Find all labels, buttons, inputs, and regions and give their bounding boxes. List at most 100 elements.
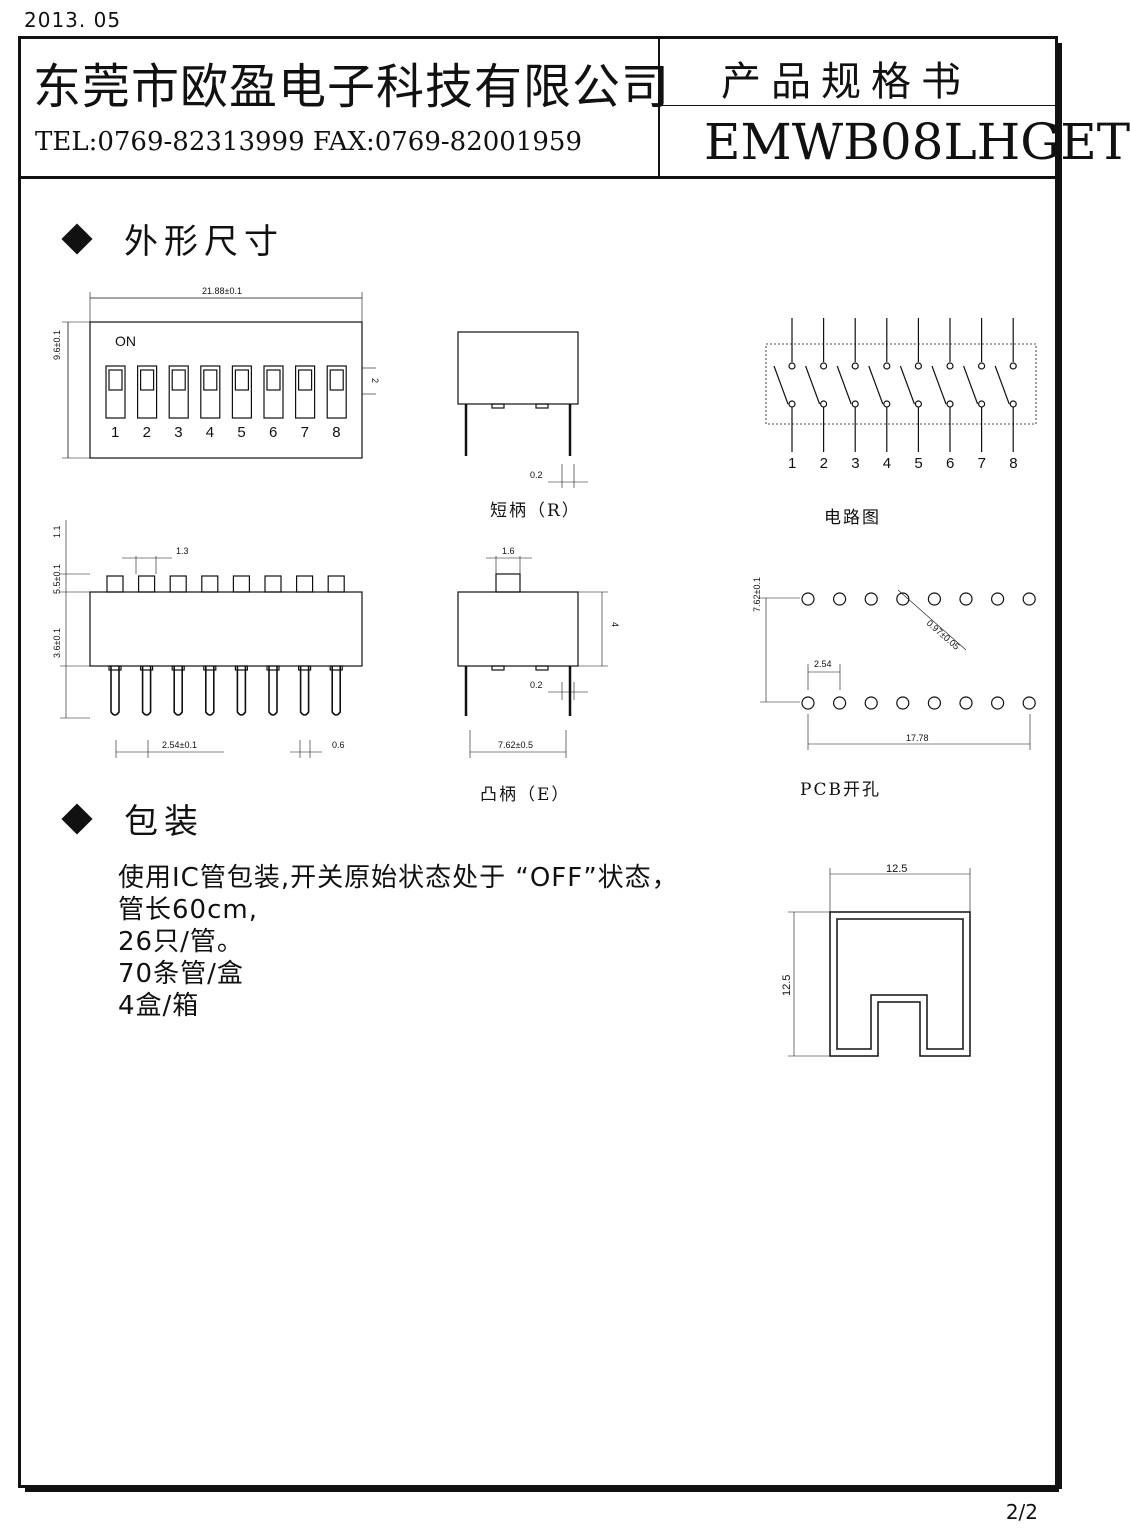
circuit-number: 4 <box>883 455 891 472</box>
switch-number: 7 <box>301 424 309 441</box>
pin-lead <box>299 666 310 716</box>
on-label: ON <box>115 333 136 349</box>
circuit-switch-blade <box>868 365 884 405</box>
circuit-contact <box>1009 400 1017 408</box>
circuit-contact <box>788 362 796 370</box>
switch-number: 6 <box>269 424 277 441</box>
pin-shoulder <box>298 665 312 671</box>
side-e-height-dim: 4 <box>610 622 620 627</box>
actuator-knob <box>201 575 219 593</box>
dip-switch-lever <box>108 369 123 391</box>
circuit-number: 7 <box>978 455 986 472</box>
dip-switch-slot <box>200 365 221 419</box>
switch-number: 2 <box>143 424 151 441</box>
front-pitch-dim: 2.54±0.1 <box>162 740 197 750</box>
front-top-dim: 1.1 <box>52 525 62 538</box>
section-packaging: 包装 <box>58 794 204 843</box>
switch-number: 5 <box>237 424 245 441</box>
circuit-contact <box>851 400 859 408</box>
document-date: 2013. 05 <box>24 8 122 32</box>
dip-switch-lever <box>298 369 313 391</box>
circuit-diagram-caption: 电路图 <box>824 508 881 528</box>
pcb-hole <box>801 592 815 606</box>
pcb-hole <box>927 696 942 710</box>
tube-height-dim: 12.5 <box>781 975 793 996</box>
pcb-hole <box>990 696 1005 710</box>
document-title: 产品规格书 <box>721 59 971 105</box>
side-view-e-caption: 凸柄（E） <box>480 785 571 805</box>
pin-shoulder <box>234 665 248 671</box>
pcb-hole <box>927 592 942 606</box>
pcb-length-dim: 17.78 <box>906 733 929 743</box>
top-view-pitch-dim: 2 <box>370 378 380 383</box>
section-dimensions-title: 外形尺寸 <box>124 222 284 262</box>
circuit-number: 6 <box>946 455 954 472</box>
dip-switch-slot <box>137 365 158 419</box>
circuit-number: 2 <box>820 455 828 472</box>
pcb-hole <box>832 592 847 606</box>
dip-switch-lever <box>203 369 218 391</box>
dip-switch-slot <box>295 365 316 419</box>
circuit-switches <box>773 318 1017 452</box>
pin-lead <box>110 666 120 716</box>
top-view-width-dim: 21.88±0.1 <box>202 286 242 296</box>
pcb-hole <box>832 696 847 710</box>
dip-switch-lever <box>171 369 186 391</box>
pin-shoulder <box>329 665 343 671</box>
pcb-hole <box>864 592 878 606</box>
pcb-hole <box>959 696 973 710</box>
pcb-row-spacing-dim: 7.62±0.1 <box>752 577 762 612</box>
front-view-actuators <box>106 575 345 593</box>
circuit-contact <box>819 400 828 408</box>
dip-switch-slot <box>105 365 126 419</box>
title-block-divider <box>658 39 660 176</box>
top-view-body <box>89 321 363 459</box>
actuator-knob <box>327 575 345 593</box>
dip-switch-lever <box>234 369 249 391</box>
pcb-hole <box>801 696 815 710</box>
circuit-contact <box>883 362 891 370</box>
pin-lead <box>205 666 215 716</box>
circuit-switch-blade <box>805 365 821 405</box>
title-block-rule <box>660 105 1060 106</box>
circuit-contact <box>851 362 859 370</box>
circuit-contact <box>977 400 986 408</box>
switch-number: 8 <box>332 424 340 441</box>
circuit-contact <box>977 362 986 370</box>
pin-lead <box>331 666 341 716</box>
actuator-knob <box>232 575 250 593</box>
dip-switch-slot <box>168 365 189 419</box>
pin-shoulder <box>171 665 185 671</box>
side-r-pin-dim: 0.2 <box>530 470 543 480</box>
actuator-knob <box>106 575 124 593</box>
packaging-line: 26只/管。 <box>118 927 244 957</box>
circuit-number: 3 <box>851 455 859 472</box>
pin-shoulder <box>108 665 122 671</box>
pin-lead <box>236 666 247 716</box>
actuator-knob <box>264 575 282 593</box>
pin-shoulder <box>203 665 217 671</box>
pin-lead <box>268 666 278 716</box>
circuit-switch-blade <box>836 365 852 405</box>
page-number: 2/2 <box>1005 1500 1038 1524</box>
circuit-switch-blade <box>994 365 1010 405</box>
circuit-contact <box>883 400 891 408</box>
circuit-outline <box>765 343 1037 425</box>
pin-shoulder <box>140 665 154 671</box>
circuit-contact <box>819 362 828 370</box>
circuit-contact <box>914 362 923 370</box>
pcb-hole <box>1022 592 1036 606</box>
circuit-switch-blade <box>899 365 915 405</box>
company-contact: TEL:0769-82313999 FAX:0769-82001959 <box>35 127 583 157</box>
circuit-number: 5 <box>914 455 922 472</box>
circuit-contact <box>946 400 954 408</box>
pcb-hole <box>896 696 910 710</box>
top-view-height-dim: 9.6±0.1 <box>52 330 62 360</box>
circuit-switch-blade <box>931 365 947 405</box>
front-view-pins <box>108 665 343 716</box>
pcb-hole <box>959 592 973 606</box>
dip-switch-slot <box>263 365 284 419</box>
side-e-row-spacing-dim: 7.62±0.5 <box>498 740 533 750</box>
switch-number: 1 <box>111 424 119 441</box>
circuit-number: 1 <box>788 455 796 472</box>
